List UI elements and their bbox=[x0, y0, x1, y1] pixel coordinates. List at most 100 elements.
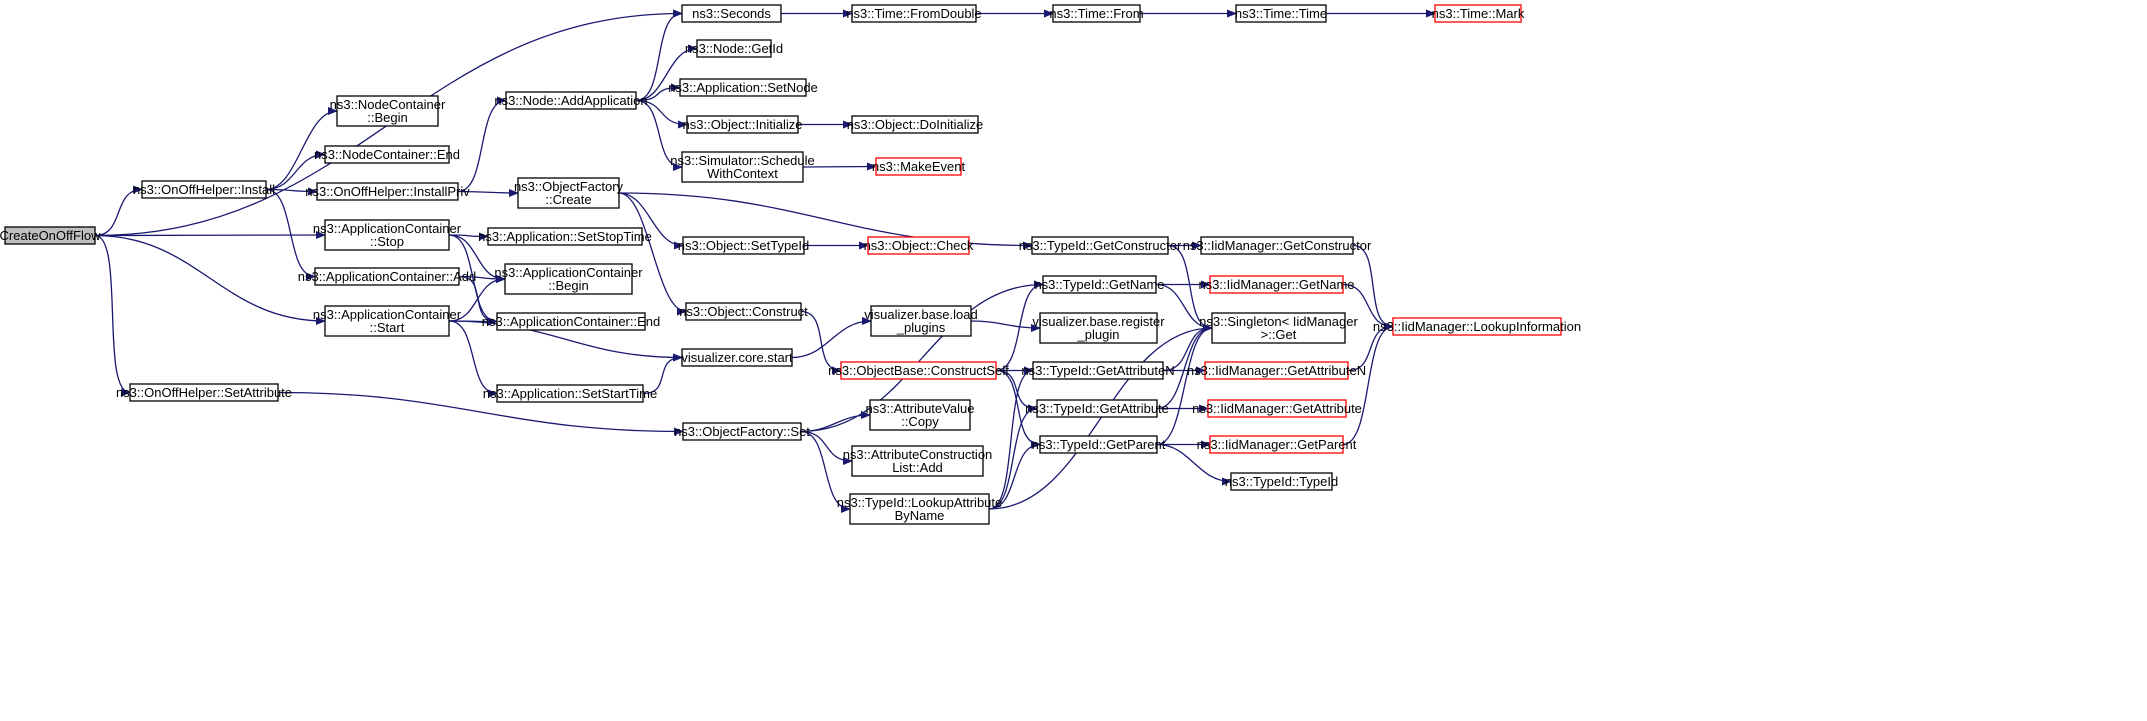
node-label: ns3::IidManager::GetConstructor bbox=[1183, 238, 1372, 253]
node-label: ns3::Time::Mark bbox=[1432, 6, 1525, 21]
node-box bbox=[1032, 361, 1164, 380]
node-label: ns3::ObjectFactory::Set bbox=[674, 424, 810, 439]
node-tidGetCons[interactable]: ns3::TypeId::GetConstructor bbox=[1019, 236, 1182, 255]
node-iidGetAttrN[interactable]: ns3::IidManager::GetAttributeN bbox=[1187, 361, 1366, 380]
node-box bbox=[681, 151, 804, 183]
node-vizCoreStart[interactable]: visualizer.core.start bbox=[681, 348, 793, 367]
node-box bbox=[867, 236, 970, 255]
node-tidGetParent[interactable]: ns3::TypeId::GetParent bbox=[1032, 435, 1166, 454]
edge-tidGetParent-to-tidTypeId bbox=[1156, 443, 1232, 486]
node-label: ns3::Object::SetTypeId bbox=[678, 238, 810, 253]
node-box bbox=[487, 227, 643, 246]
node-appSetStart[interactable]: ns3::Application::SetStartTime bbox=[483, 384, 657, 403]
edge-ofCreate-to-objConstruct bbox=[618, 192, 687, 316]
node-ofCreate[interactable]: ns3::ObjectFactory::Create bbox=[514, 177, 624, 209]
edge-acStart-to-vizCoreStart bbox=[448, 320, 683, 362]
node-label: ns3::Time::FromDouble bbox=[846, 6, 981, 21]
node-box bbox=[314, 267, 460, 286]
node-label: ::Begin bbox=[548, 278, 588, 293]
node-installPriv[interactable]: ns3::OnOffHelper::InstallPriv bbox=[305, 182, 470, 201]
node-tidGetName[interactable]: ns3::TypeId::GetName bbox=[1034, 275, 1165, 294]
node-acEnd[interactable]: ns3::ApplicationContainer::End bbox=[482, 312, 661, 331]
node-objCheck[interactable]: ns3::Object::Check bbox=[864, 236, 974, 255]
node-timeTime[interactable]: ns3::Time::Time bbox=[1235, 4, 1327, 23]
edge-createOnOffFlow-to-onoffInstall bbox=[94, 185, 143, 237]
node-createOnOffFlow[interactable]: CreateOnOffFlow bbox=[0, 226, 101, 245]
node-box bbox=[870, 305, 972, 337]
node-timeFromDouble[interactable]: ns3::Time::FromDouble bbox=[846, 4, 982, 23]
node-label: ns3::Seconds bbox=[692, 6, 771, 21]
node-tidTypeId[interactable]: ns3::TypeId::TypeId bbox=[1225, 472, 1338, 491]
node-acAdd[interactable]: ns3::ApplicationContainer::Add bbox=[298, 267, 477, 286]
node-label: ns3::Object::DoInitialize bbox=[847, 117, 984, 132]
node-objSetTid[interactable]: ns3::Object::SetTypeId bbox=[678, 236, 810, 255]
node-label: ns3::Time::Time bbox=[1235, 6, 1327, 21]
edge-tidLookup-to-tidGetParent bbox=[988, 440, 1041, 510]
node-box bbox=[316, 182, 459, 201]
node-label: ns3::ObjectBase::ConstructSelf bbox=[828, 363, 1009, 378]
node-iidGetName[interactable]: ns3::IidManager::GetName bbox=[1198, 275, 1355, 294]
node-label: _plugins bbox=[896, 320, 946, 335]
node-box bbox=[517, 177, 620, 209]
node-iidGetParent[interactable]: ns3::IidManager::GetParent bbox=[1197, 435, 1357, 454]
node-acStop[interactable]: ns3::ApplicationContainer::Stop bbox=[313, 219, 462, 251]
node-vizRegister[interactable]: visualizer.base.register_plugin bbox=[1032, 312, 1165, 344]
node-label: ns3::ApplicationContainer bbox=[313, 307, 462, 322]
node-attrValCopy[interactable]: ns3::AttributeValue::Copy bbox=[866, 399, 975, 431]
node-objConstruct[interactable]: ns3::Object::Construct bbox=[679, 302, 808, 321]
edge-nodeAddApp-to-appSetNode bbox=[635, 83, 681, 102]
node-ncEnd[interactable]: ns3::NodeContainer::End bbox=[314, 145, 460, 164]
node-appSetNode[interactable]: ns3::Application::SetNode bbox=[668, 78, 818, 97]
node-box bbox=[1204, 361, 1349, 380]
node-box bbox=[129, 383, 279, 402]
node-timeMark[interactable]: ns3::Time::Mark bbox=[1432, 4, 1525, 23]
node-box bbox=[679, 78, 807, 97]
node-box bbox=[685, 302, 802, 321]
node-label: ns3::TypeId::GetAttributeN bbox=[1021, 363, 1174, 378]
node-box bbox=[4, 226, 96, 245]
node-label: ns3::ApplicationContainer::Add bbox=[298, 269, 477, 284]
node-ncBegin[interactable]: ns3::NodeContainer::Begin bbox=[330, 95, 446, 127]
node-label: ns3::Simulator::Schedule bbox=[670, 153, 815, 168]
node-label: ns3::IidManager::GetAttributeN bbox=[1187, 363, 1366, 378]
node-label: ns3::ObjectFactory bbox=[514, 179, 624, 194]
node-vizLoad[interactable]: visualizer.base.load_plugins bbox=[864, 305, 978, 337]
node-objBaseCS[interactable]: ns3::ObjectBase::ConstructSelf bbox=[828, 361, 1009, 380]
node-box bbox=[1392, 317, 1562, 336]
node-makeEvent[interactable]: ns3::MakeEvent bbox=[872, 157, 966, 176]
edge-createOnOffFlow-to-onoffSetAttr bbox=[94, 234, 131, 397]
node-acBegin[interactable]: ns3::ApplicationContainer::Begin bbox=[494, 263, 643, 295]
node-objDoInit[interactable]: ns3::Object::DoInitialize bbox=[847, 115, 984, 134]
node-box bbox=[496, 384, 644, 403]
node-ofSet[interactable]: ns3::ObjectFactory::Set bbox=[674, 422, 810, 441]
edge-createOnOffFlow-to-acStart bbox=[94, 234, 326, 325]
node-label: ::Start bbox=[370, 320, 405, 335]
node-onoffInstall[interactable]: ns3::OnOffHelper::Install bbox=[133, 180, 275, 199]
node-iidGetAttr[interactable]: ns3::IidManager::GetAttribute bbox=[1192, 399, 1362, 418]
node-box bbox=[851, 445, 984, 477]
node-seconds[interactable]: ns3::Seconds bbox=[681, 4, 782, 23]
node-iidLookupInfo[interactable]: ns3::IidManager::LookupInformation bbox=[1373, 317, 1581, 336]
node-onoffSetAttr[interactable]: ns3::OnOffHelper::SetAttribute bbox=[116, 383, 292, 402]
node-label: ::Begin bbox=[367, 110, 407, 125]
node-tidGetAttr[interactable]: ns3::TypeId::GetAttribute bbox=[1025, 399, 1169, 418]
node-nodeGetId[interactable]: ns3::Node::GetId bbox=[685, 39, 783, 58]
edge-objBaseCS-to-tidGetName bbox=[995, 280, 1044, 372]
node-singletonGet[interactable]: ns3::Singleton< IidManager>::Get bbox=[1199, 312, 1358, 344]
node-nodeAddApp[interactable]: ns3::Node::AddApplication bbox=[494, 91, 648, 110]
node-objInit[interactable]: ns3::Object::Initialize bbox=[683, 115, 803, 134]
node-box bbox=[505, 91, 637, 110]
node-box bbox=[1211, 312, 1346, 344]
node-label: WithContext bbox=[707, 166, 778, 181]
node-tidGetAttrN[interactable]: ns3::TypeId::GetAttributeN bbox=[1021, 361, 1175, 380]
node-iidGetCons[interactable]: ns3::IidManager::GetConstructor bbox=[1183, 236, 1372, 255]
node-timeFrom[interactable]: ns3::Time::From bbox=[1049, 4, 1144, 23]
node-box bbox=[1052, 4, 1141, 23]
edge-tidGetParent-to-singletonGet bbox=[1156, 324, 1213, 446]
node-appSetStop[interactable]: ns3::Application::SetStopTime bbox=[478, 227, 652, 246]
node-label: ByName bbox=[895, 508, 945, 523]
node-acStart[interactable]: ns3::ApplicationContainer::Start bbox=[313, 305, 462, 337]
